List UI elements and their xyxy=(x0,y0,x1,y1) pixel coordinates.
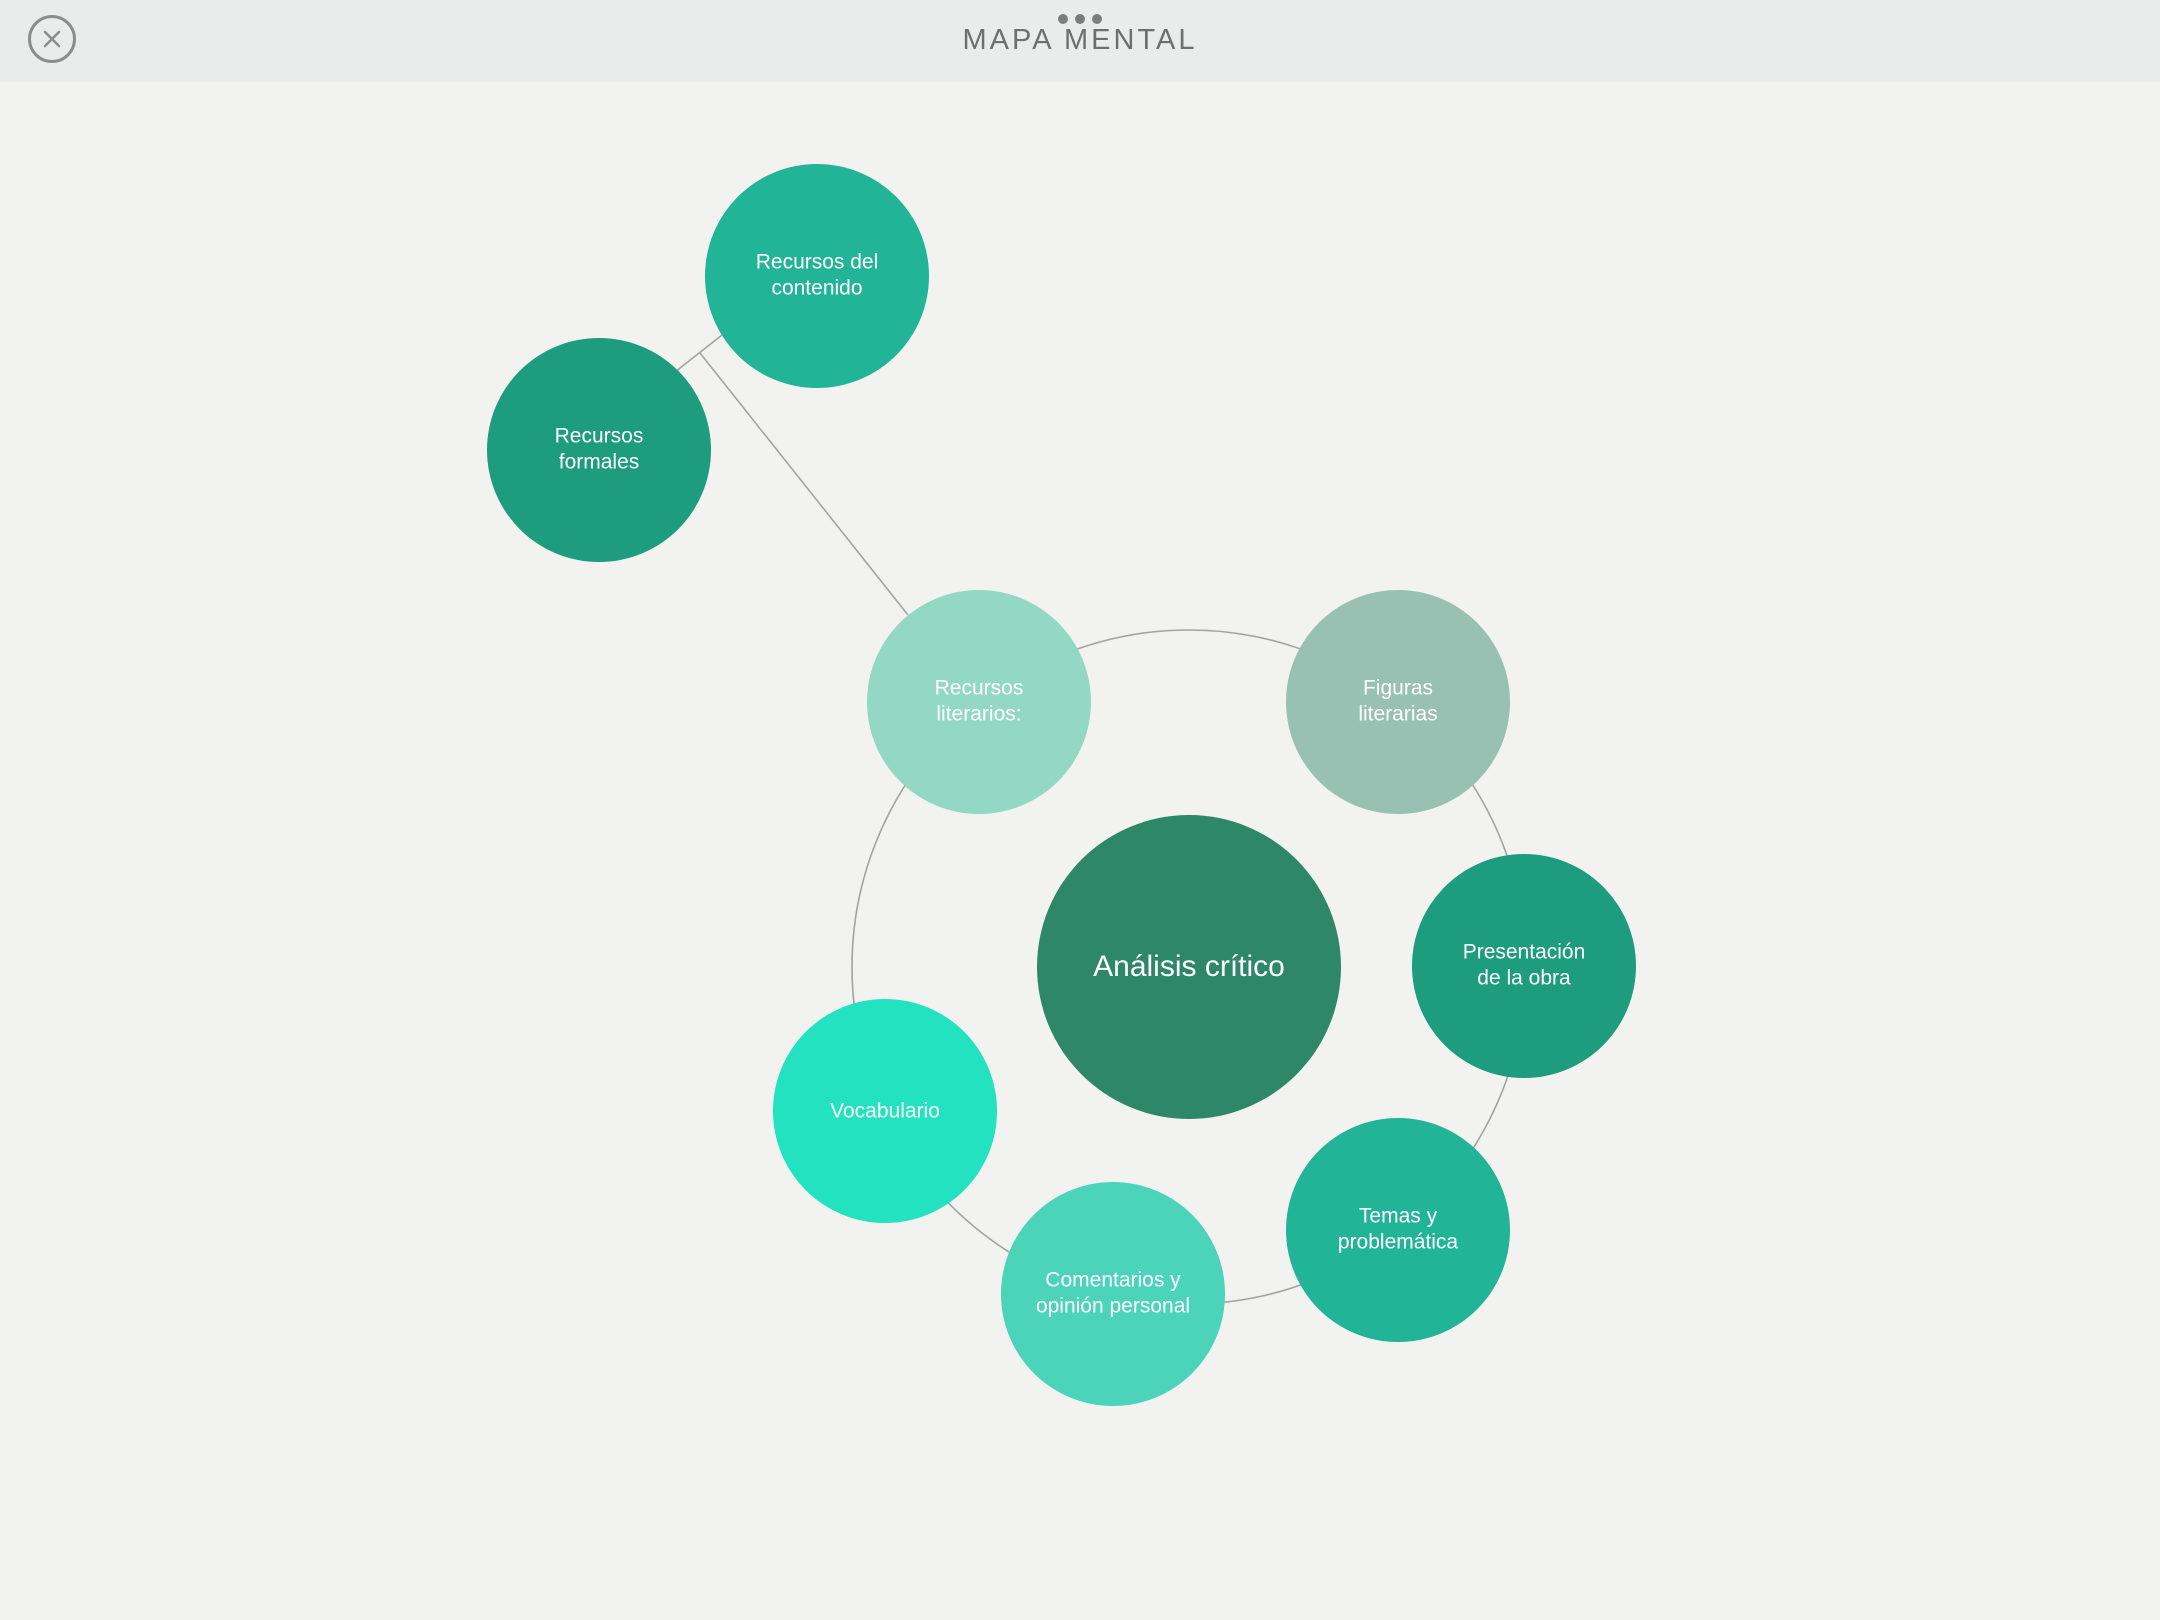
node-figuras-literarias[interactable]: Figuras literarias xyxy=(1286,590,1510,814)
node-circle[interactable] xyxy=(1412,854,1636,1078)
node-recursos-contenido[interactable]: Recursos del contenido xyxy=(705,164,929,388)
node-circle[interactable] xyxy=(867,590,1091,814)
node-circle[interactable] xyxy=(773,999,997,1223)
connector-subbranch xyxy=(674,334,723,373)
node-circle[interactable] xyxy=(1286,1118,1510,1342)
node-comentarios-opinion[interactable]: Comentarios y opinión personal xyxy=(1001,1182,1225,1406)
node-vocabulario[interactable]: Vocabulario xyxy=(773,999,997,1223)
node-circle[interactable] xyxy=(705,164,929,388)
close-icon xyxy=(43,30,61,48)
node-temas-problematica[interactable]: Temas y problemática xyxy=(1286,1118,1510,1342)
top-bar: MAPA MENTAL xyxy=(0,0,2160,82)
dots-icon xyxy=(1058,14,1102,24)
brand: MAPA MENTAL xyxy=(0,14,2160,57)
node-presentacion-obra[interactable]: Presentación de la obra xyxy=(1412,854,1636,1078)
app-title: MAPA MENTAL xyxy=(962,24,1198,56)
close-button[interactable] xyxy=(28,15,76,63)
node-circle[interactable] xyxy=(1001,1182,1225,1406)
center-node[interactable]: Análisis crítico xyxy=(1037,815,1341,1119)
node-recursos-formales[interactable]: Recursos formales xyxy=(487,338,711,562)
node-recursos-literarios[interactable]: Recursos literarios: xyxy=(867,590,1091,814)
brand-title-wrap: MAPA MENTAL xyxy=(963,14,1198,57)
node-circle[interactable] xyxy=(1286,590,1510,814)
center-node-circle[interactable] xyxy=(1037,815,1341,1119)
node-circle[interactable] xyxy=(487,338,711,562)
connector-branch xyxy=(699,352,909,616)
